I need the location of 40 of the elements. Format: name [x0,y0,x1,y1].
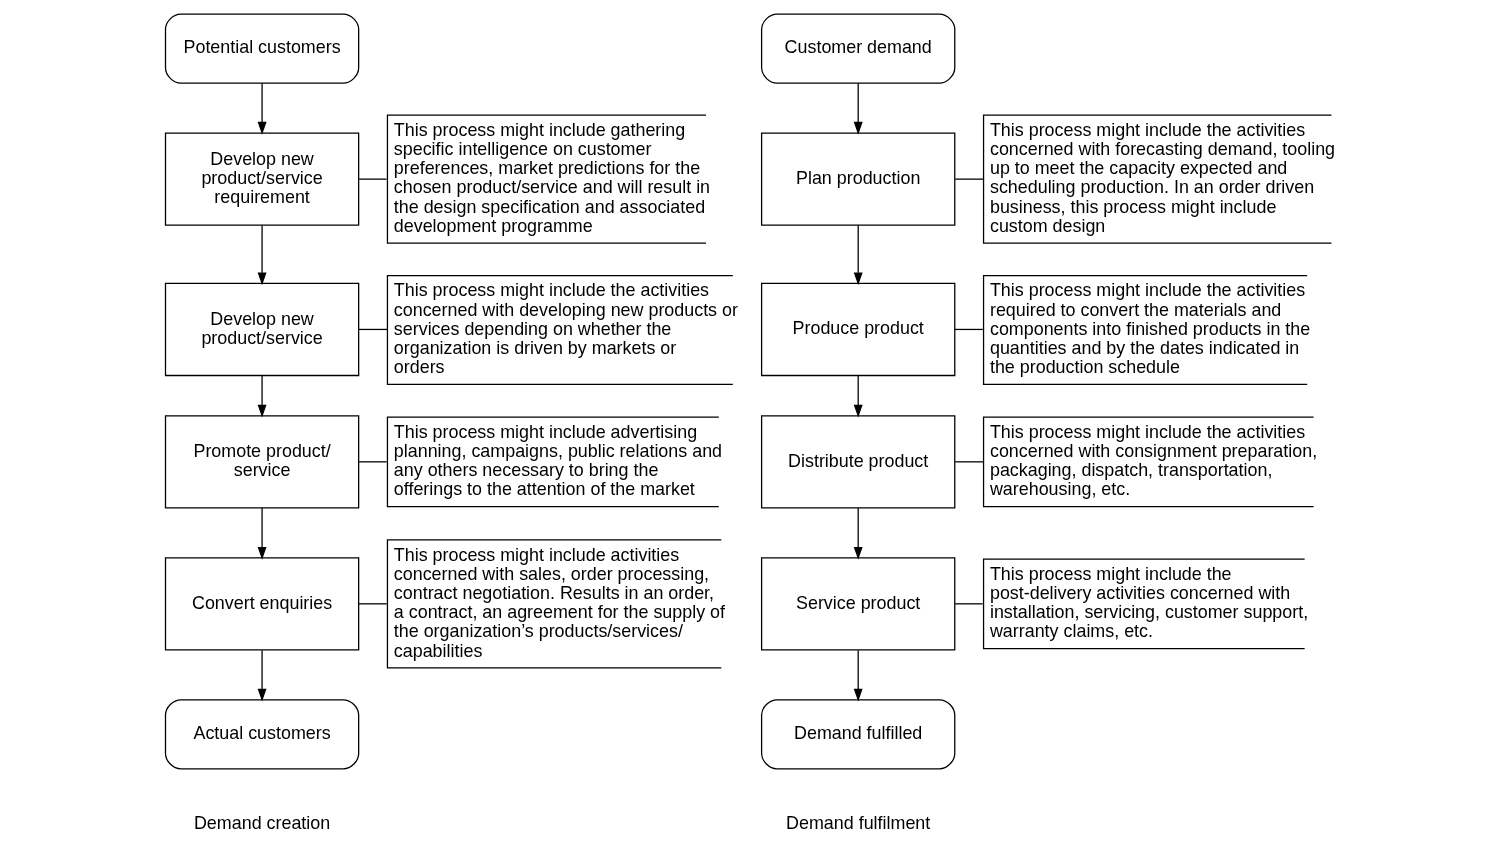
arrow [853,374,863,418]
node-box: Demand fulfilled [760,698,955,769]
arrow [257,374,267,418]
arrow [853,82,863,135]
node-box: Develop new product/service [164,282,359,376]
connector [954,602,983,604]
node-text: This process might include the post-delivery activities concerned with installation, servicing, customer support, warranty claims, etc. [989,563,1308,641]
node-text: This process might include the activities concerned with forecasting demand, tooling up to meet the capacity expected and scheduling production. In an order driven business, this process might include custom design [989,119,1335,236]
node-box: Actual customers [164,698,359,769]
connector [953,328,983,330]
connector [357,460,387,462]
node-text: This process might include the activities required to convert the materials and components into finished products in the quantities and by the dates indicated in the production schedule [989,279,1310,377]
node-box: Service product [760,556,955,650]
connector [357,328,388,330]
connector [954,460,984,462]
node-box: Produce product [760,282,955,376]
label: Demand creation [193,812,330,833]
arrow [853,649,863,702]
node-text: This process might include the activities concerned with developing new products or services depending on whether the organization is driven by markets or orders [393,279,738,377]
node-box: Plan production [760,131,955,226]
node-text: This process might include activities concerned with sales, order processing, contract negotiation. Results in an order, a contract, an agreement for the supply of the organization’s products/services/ capabilities [393,544,725,661]
node-box: Potential customers [164,12,359,84]
arrow [257,506,267,560]
arrow [257,224,267,285]
node-box: Distribute product [760,414,955,509]
arrow [257,649,267,702]
connector [954,178,984,180]
connector [357,602,387,604]
arrow [257,82,267,135]
node-box: Develop new product/service requirement [164,131,359,226]
node-box: Convert enquiries [164,556,359,650]
node-box: Customer demand [760,12,955,84]
node-text: This process might include advertising planning, campaigns, public relations and any others necessary to bring the offerings to the attention of the market [393,421,722,499]
arrow [853,224,863,285]
arrow [853,506,863,560]
node-text: This process might include gathering specific intelligence on customer preferences, market predictions for the chosen product/service and will result in the design specification and associated development programme [393,119,710,236]
label: Demand fulfilment [785,812,930,833]
node-box: Promote product/ service [164,414,359,509]
connector [358,178,387,180]
node-text: This process might include the activities concerned with consignment preparation, packaging, dispatch, transportation, warehousing, etc. [989,421,1317,499]
